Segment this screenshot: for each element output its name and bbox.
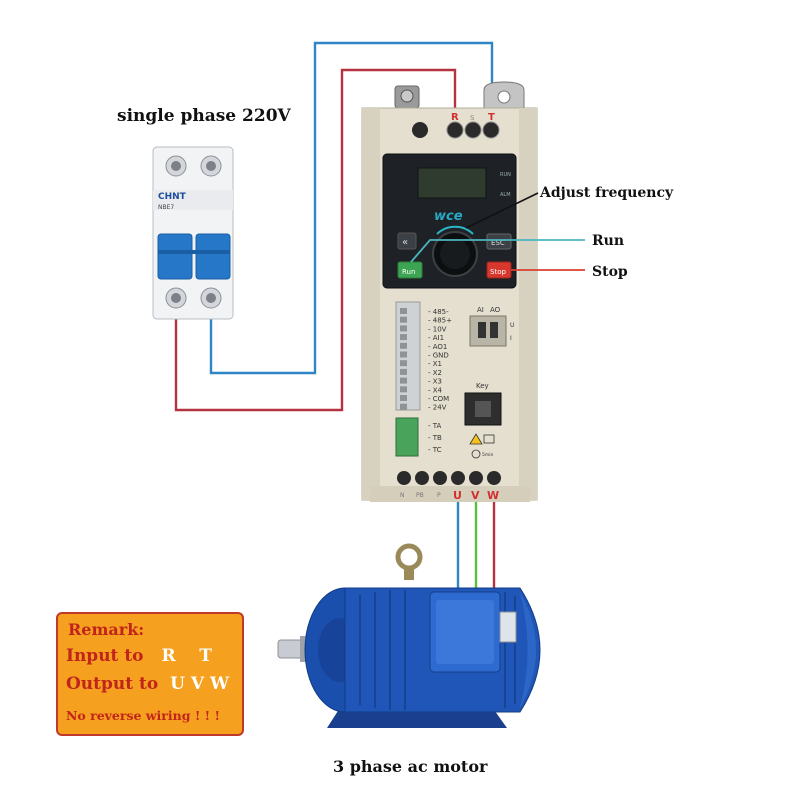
ai-ao-switch[interactable] <box>469 315 507 347</box>
remark-input-terms: R T <box>161 646 212 666</box>
remark-output-terms: U V W <box>170 674 230 694</box>
vfd-inverter: R S T RUN ALM wce « ESC Run Stop - 485--… <box>361 81 538 502</box>
io-terminal-label: - AI1 <box>428 334 444 342</box>
remark-input-prefix: Input to <box>66 646 144 666</box>
vfd-brand-logo: wce <box>434 209 463 224</box>
io-terminal-label: - X1 <box>428 360 442 368</box>
io-terminal-screw[interactable] <box>400 377 407 384</box>
back-button-label: « <box>402 237 408 248</box>
terminal-u-label: U <box>453 489 462 502</box>
control-terminal-block <box>395 301 421 411</box>
relay-terminal-label: - TA <box>428 422 441 430</box>
run-button-label: Run <box>402 268 415 276</box>
io-terminal-screw[interactable] <box>400 386 407 393</box>
run-pointer <box>410 239 585 263</box>
vfd-bottom-terminals <box>397 471 501 485</box>
discharge-timer-icon <box>471 449 481 459</box>
three-phase-motor <box>277 543 541 728</box>
run-button[interactable] <box>397 261 423 279</box>
discharge-note: 5min <box>482 452 493 458</box>
terminal-t-label: T <box>488 112 495 123</box>
relay-terminal-label: - TB <box>428 434 442 442</box>
io-terminal-screw[interactable] <box>400 316 407 323</box>
terminal-n-label: N <box>400 492 405 499</box>
warning-icon <box>469 433 483 445</box>
io-terminal-label: - GND <box>428 352 449 360</box>
io-terminal-screw[interactable] <box>400 342 407 349</box>
terminal-pb-label: PB <box>416 492 424 499</box>
switch-i-label: I <box>510 335 512 342</box>
remark-input-line: Input to R T <box>66 646 212 666</box>
stop-annotation-label: Stop <box>592 264 628 280</box>
key-port-label: Key <box>476 382 489 390</box>
relay-terminal-labels: - TA - TB - TC <box>428 422 442 454</box>
wire-red-input <box>174 68 457 412</box>
back-button[interactable] <box>397 232 417 250</box>
switch-ai-label: AI <box>477 306 484 314</box>
manual-icon <box>483 434 495 444</box>
run-annotation-label: Run <box>592 233 624 249</box>
breaker-title: single phase 220V <box>117 106 291 126</box>
io-terminal-screw[interactable] <box>400 360 407 367</box>
terminal-p-label: P <box>437 492 441 499</box>
terminal-v-label: V <box>471 489 480 502</box>
led-display <box>417 167 487 199</box>
wire-blue-input <box>209 41 494 375</box>
io-terminal-screw[interactable] <box>400 325 407 332</box>
io-terminal-label: - X3 <box>428 378 442 386</box>
terminal-w-label: W <box>487 489 499 502</box>
io-terminal-label: - AO1 <box>428 343 447 351</box>
circuit-breaker: CHNT NBE7 <box>152 146 234 320</box>
io-terminal-screw[interactable] <box>400 368 407 375</box>
remark-output-prefix: Output to <box>66 674 159 694</box>
stop-button-label: Stop <box>490 268 506 276</box>
switch-u-label: U <box>510 322 514 329</box>
terminal-s-label: S <box>470 114 475 122</box>
remark-warning: No reverse wiring ! ! ! <box>66 708 220 723</box>
led-run-label: RUN <box>500 172 511 178</box>
adjust-frequency-pointer <box>465 192 539 229</box>
remark-output-line: Output to U V W <box>66 674 229 694</box>
terminal-r-label: R <box>451 112 459 123</box>
remark-heading: Remark: <box>68 620 145 639</box>
io-terminal-screw[interactable] <box>400 308 407 314</box>
motor-caption: 3 phase ac motor <box>333 757 488 776</box>
adjust-frequency-label: Adjust frequency <box>540 185 674 201</box>
wires <box>174 41 496 640</box>
io-terminal-label: - COM <box>428 395 449 403</box>
io-terminal-label: - 24V <box>428 404 447 412</box>
io-terminal-label: - 485+ <box>428 317 452 325</box>
io-terminal-label: - X4 <box>428 386 443 394</box>
io-terminal-screw[interactable] <box>400 395 407 401</box>
relay-terminal-label: - TC <box>428 446 442 454</box>
io-terminal-screw[interactable] <box>400 334 407 341</box>
relay-terminal-block <box>395 417 419 457</box>
breaker-model: NBE7 <box>158 204 174 211</box>
io-terminal-label: - X2 <box>428 369 442 377</box>
io-terminal-label: - 10V <box>428 325 447 333</box>
led-alm-label: ALM <box>500 192 511 198</box>
io-terminal-screw[interactable] <box>400 403 407 410</box>
remark-box: Remark: Input to R T Output to U V W No … <box>56 612 244 736</box>
breaker-brand: CHNT <box>158 192 187 202</box>
switch-ao-label: AO <box>490 306 501 314</box>
esc-button-label: ESC <box>491 239 505 247</box>
esc-button[interactable] <box>486 233 512 250</box>
io-terminal-labels: - 485-- 485+- 10V- AI1- AO1- GND- X1- X2… <box>428 308 452 412</box>
vfd-top-terminals: R S T <box>446 112 500 139</box>
io-terminal-label: - 485- <box>428 308 449 316</box>
io-terminal-screw[interactable] <box>400 351 407 358</box>
